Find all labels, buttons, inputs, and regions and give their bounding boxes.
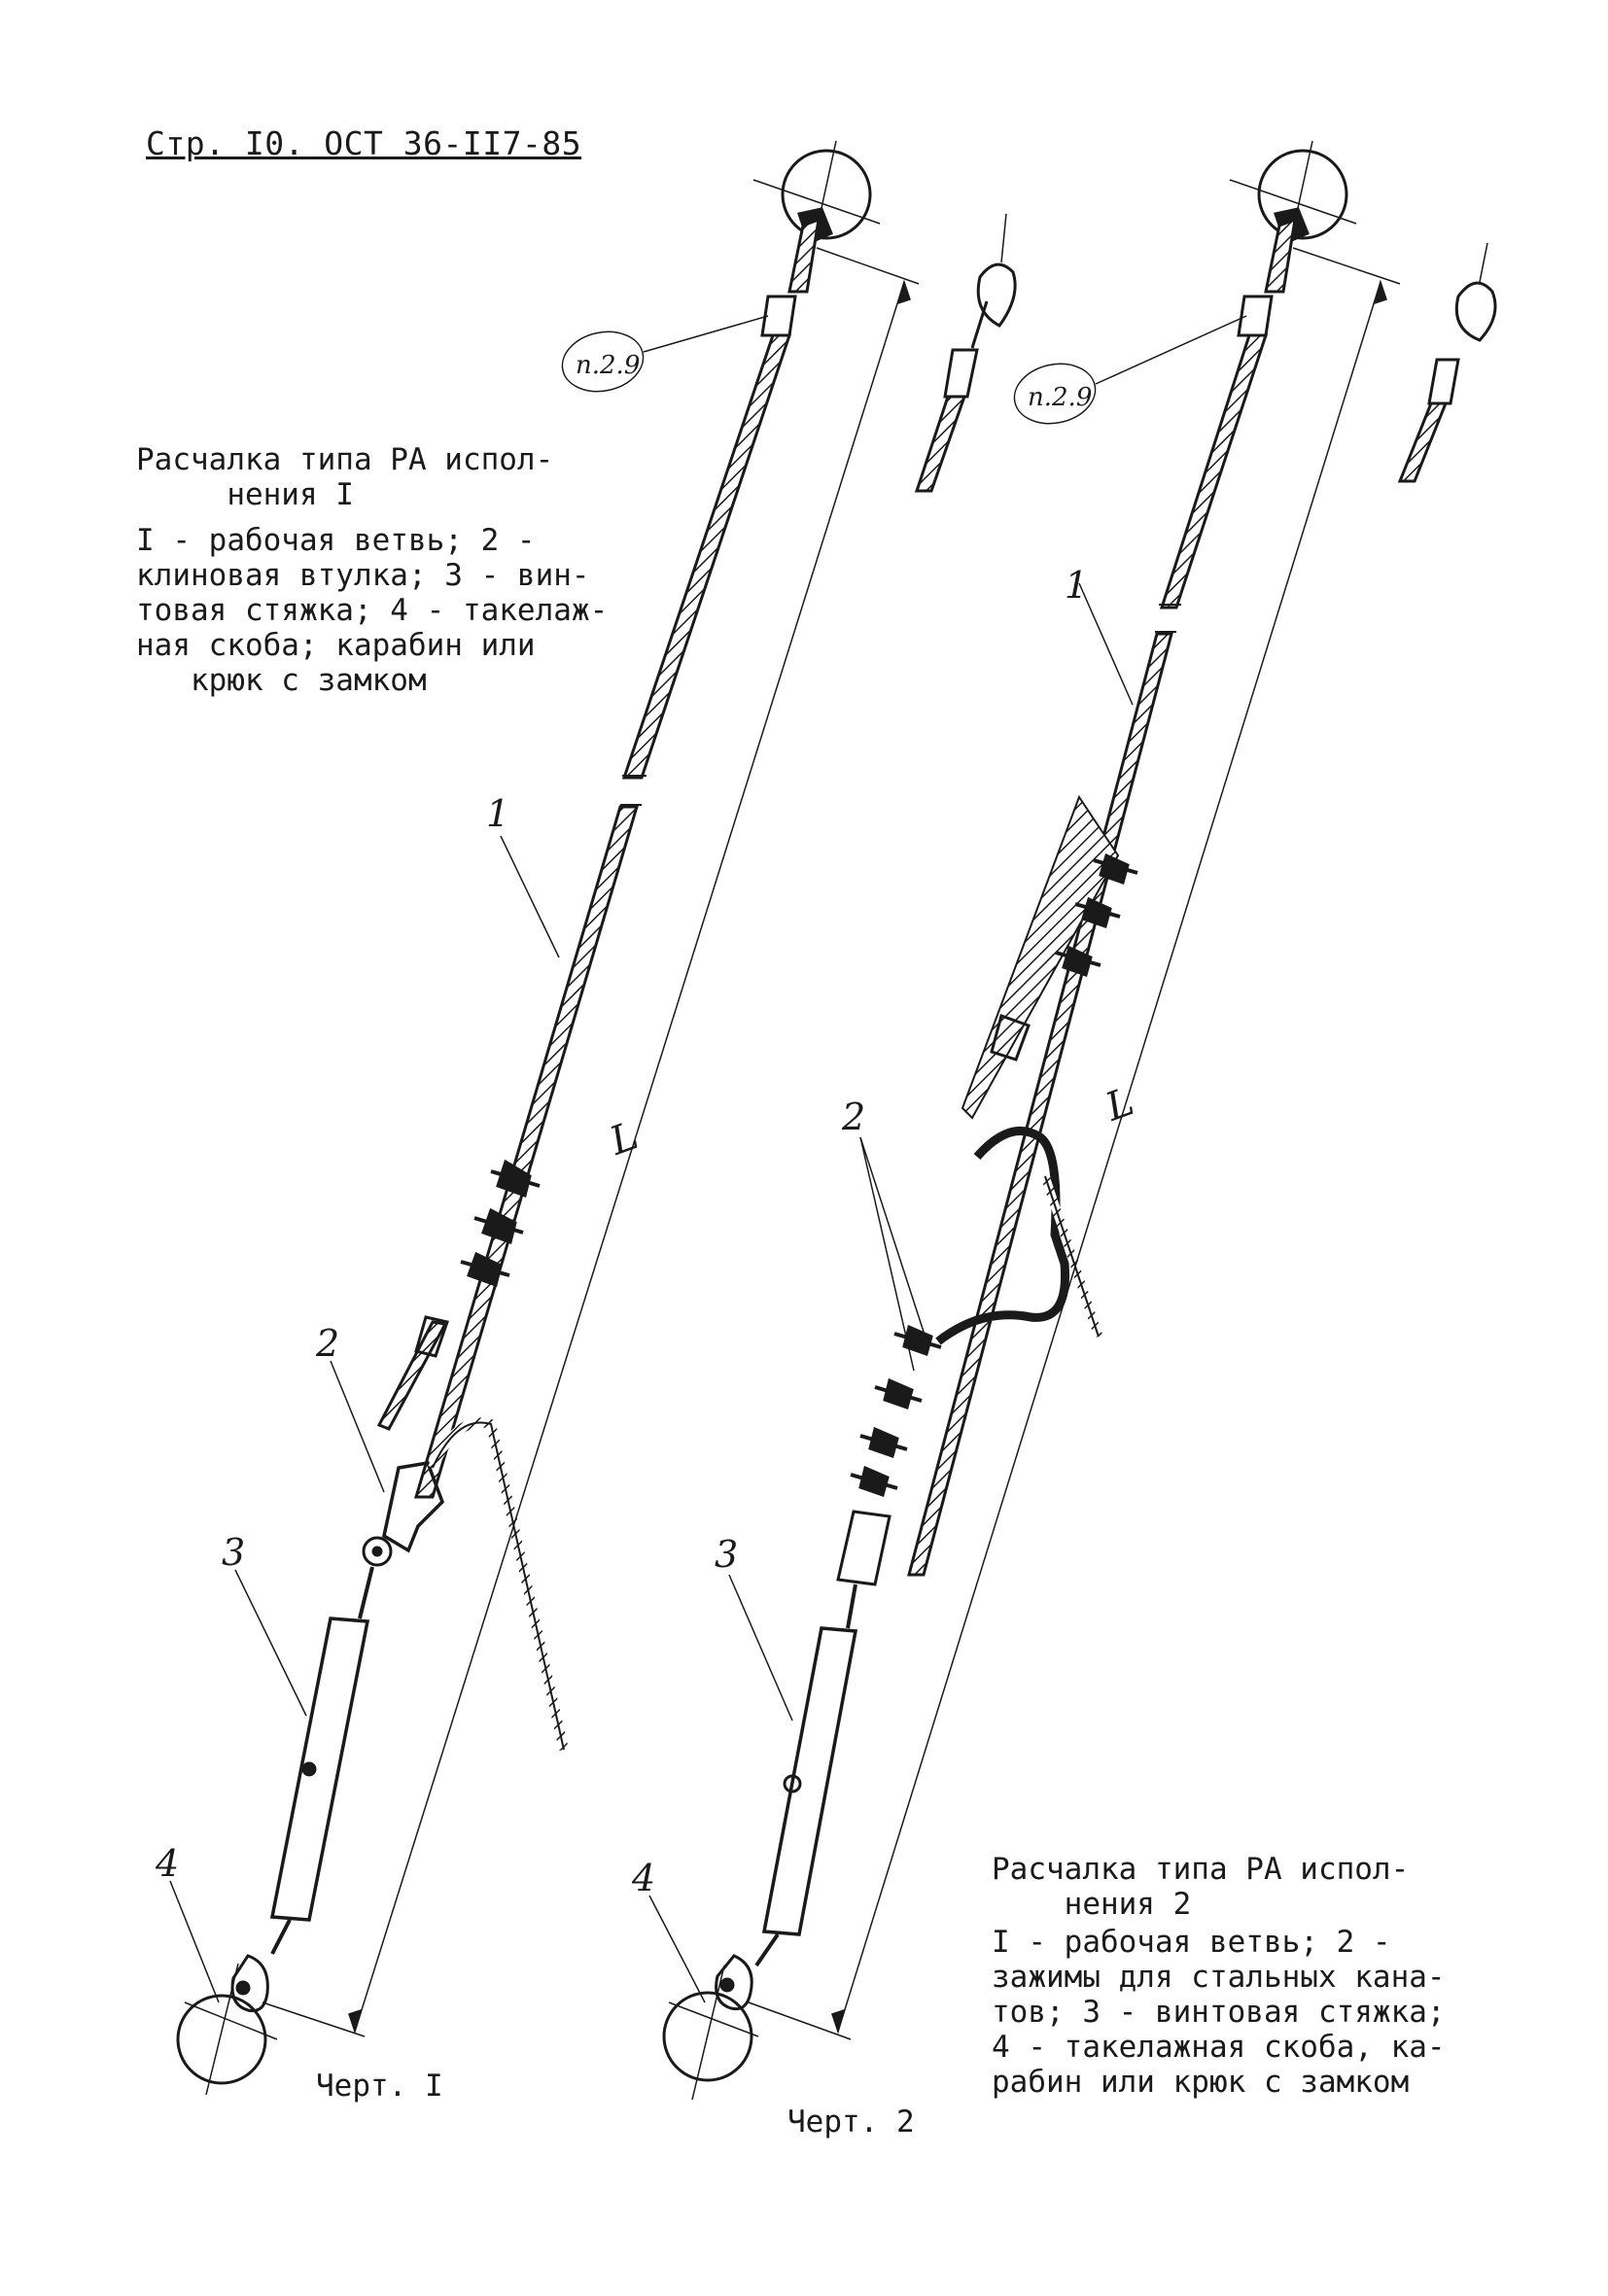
figure2-detail-thimble bbox=[1397, 242, 1497, 483]
figure1-ref-callout: п.2.9 bbox=[576, 351, 640, 380]
page-header: Стр. I0. ОСТ 36-II7-85 bbox=[146, 124, 582, 162]
figure2-caption-title: Расчалка типа РА испол- нения 2 bbox=[992, 1852, 1410, 1922]
figure2-assembly bbox=[648, 140, 1497, 2101]
figure2-callout-3: 3 bbox=[715, 1533, 738, 1576]
figure2-lower-clamps bbox=[836, 1324, 942, 1586]
figure2-length-label: L bbox=[1100, 1079, 1140, 1131]
figure2-upper-clamps bbox=[961, 794, 1138, 1120]
figure2-top-thimble bbox=[1264, 217, 1297, 294]
figure1-callout-2: 2 bbox=[315, 1322, 339, 1365]
figure2-turnbuckle bbox=[754, 1583, 858, 1967]
figure2-dimension-L bbox=[748, 247, 1401, 2040]
figure1-callout-4: 4 bbox=[155, 1842, 179, 1885]
figure1-callout-leaders bbox=[169, 315, 769, 2003]
figure1-working-rope-lower bbox=[413, 805, 640, 1499]
figure1-caption-legend: I - рабочая ветвь; 2 - клиновая втулка; … bbox=[136, 523, 609, 698]
figure2-ref-callout: п.2.9 bbox=[1028, 383, 1092, 412]
figure1-rope-tail bbox=[376, 1320, 448, 1431]
figure2-callout-leaders bbox=[648, 315, 1247, 2003]
figure2-rope-loop bbox=[935, 1126, 1070, 1345]
figure1-caption-title: Расчалка типа РА испол- нения I bbox=[136, 442, 554, 512]
figure2-working-rope-upper bbox=[1159, 333, 1269, 609]
figure2-label: Черт. 2 bbox=[787, 2105, 915, 2139]
figure2-bottom-anchor bbox=[662, 1954, 759, 2101]
figure1-length-label: L bbox=[604, 1113, 645, 1165]
figure1-working-rope-upper bbox=[621, 333, 792, 780]
callout-labels: п.2.9 1 2 3 4 L п.2.9 1 2 3 4 L bbox=[155, 351, 1139, 1899]
figure1-turnbuckle bbox=[269, 1566, 374, 1955]
figure1-callout-1: 1 bbox=[486, 792, 509, 835]
figure1-rope-clamps bbox=[460, 1159, 541, 1287]
figure1-assembly bbox=[169, 140, 1017, 2096]
figure1-wedge-socket bbox=[362, 1461, 445, 1567]
figure1-top-thimble bbox=[787, 217, 821, 294]
figure1-label: Черт. I bbox=[316, 2069, 443, 2104]
figure1-bottom-anchor bbox=[176, 1954, 278, 2096]
figure2-top-ferrule bbox=[1237, 295, 1274, 337]
figure2-callout-2: 2 bbox=[841, 1096, 865, 1138]
figure1-rope-loop bbox=[428, 1417, 569, 1752]
figure2-callout-1: 1 bbox=[1065, 564, 1088, 607]
figure2-caption-legend: I - рабочая ветвь; 2 - зажимы для стальн… bbox=[992, 1925, 1446, 2100]
figure1-dimension-L bbox=[262, 247, 920, 2037]
figure2-callout-4: 4 bbox=[631, 1857, 655, 1899]
figure1-callout-3: 3 bbox=[222, 1531, 245, 1574]
figure1-detail-thimble bbox=[914, 213, 1017, 493]
